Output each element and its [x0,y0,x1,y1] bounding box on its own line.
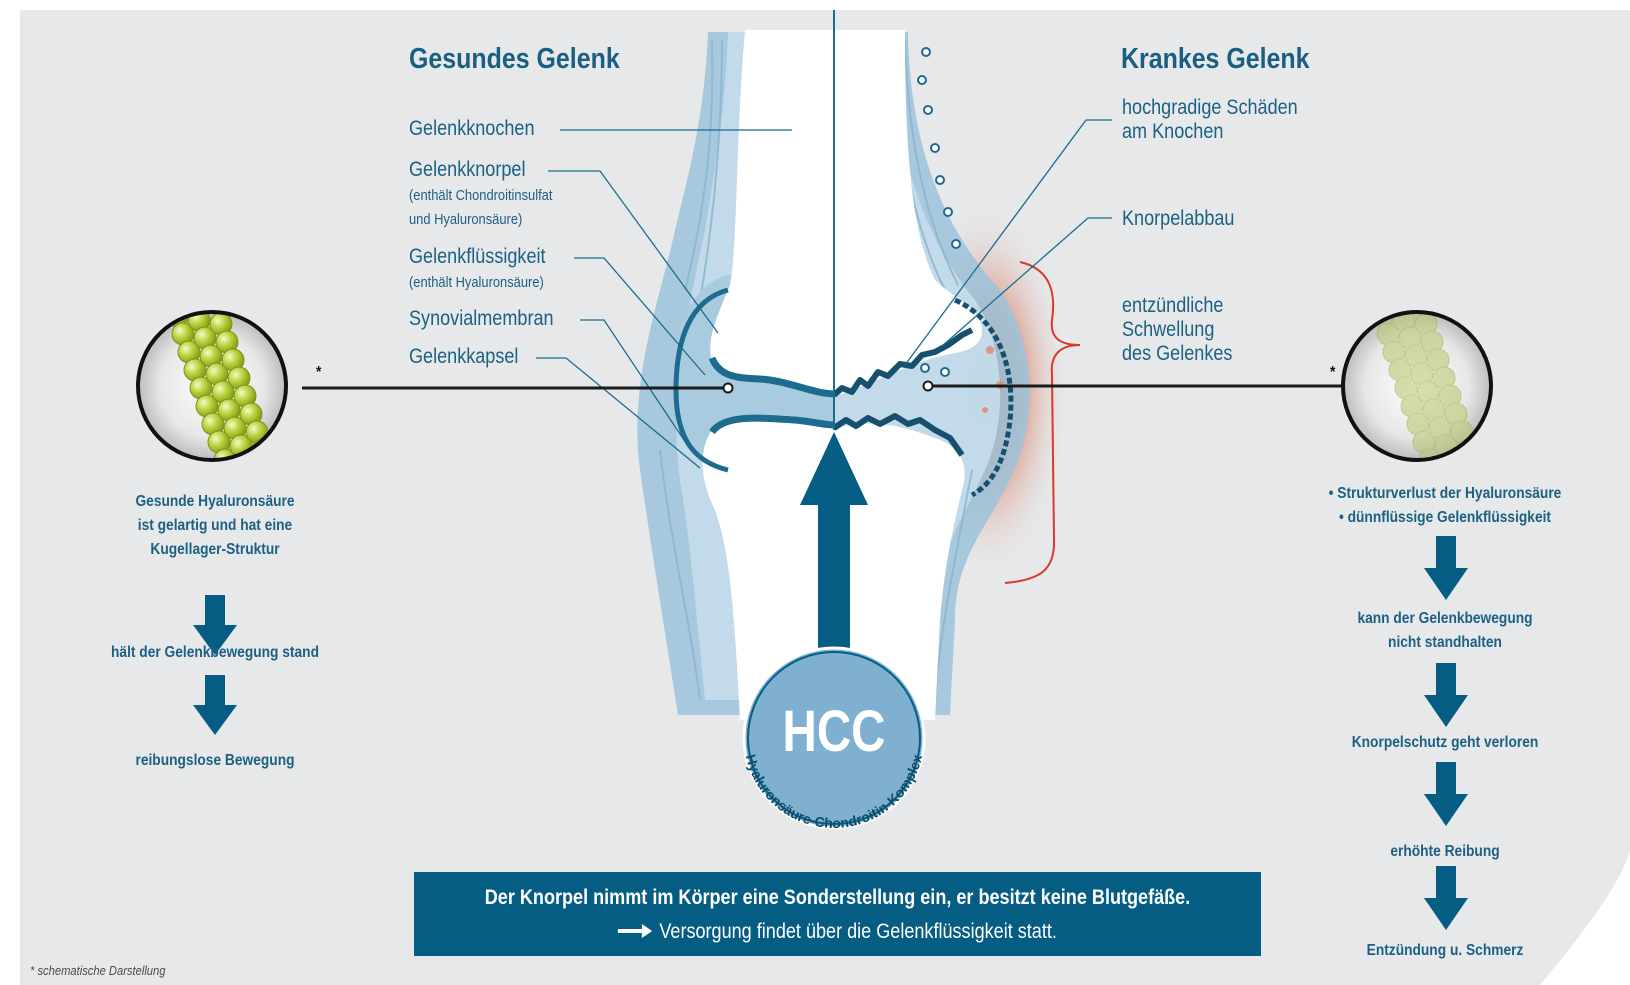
right-step-3: erhöhte Reibung [1312,840,1579,864]
footnote: * schematische Darstellung [30,963,165,978]
label-joint-capsule: Gelenkkapsel [409,345,518,369]
label-synovial-membrane: Synovialmembran [409,307,554,331]
left-intro-2: ist gelartig und hat eine [99,514,331,538]
label-cartilage-note-2: und Hyaluronsäure) [409,208,522,231]
label-joint-bone: Gelenkknochen [409,117,535,141]
asterisk-right: * [1330,364,1335,382]
label-swelling-1: entzündliche [1122,294,1223,318]
banner-arrow-icon [618,920,652,944]
diseased-joint-title: Krankes Gelenk [1121,43,1310,76]
label-joint-fluid: Gelenkflüssigkeit [409,245,546,269]
label-fluid-note: (enthält Hyaluronsäure) [409,271,544,294]
left-intro-3: Kugellager-Struktur [99,538,331,562]
label-cartilage-note-1: (enthält Chondroitinsulfat [409,184,552,207]
left-step-1: hält der Gelenkbewegung stand [82,641,349,665]
label-swelling-2: Schwellung [1122,318,1214,342]
right-step-1b: nicht standhalten [1312,631,1579,655]
info-banner: Der Knorpel nimmt im Körper eine Sonders… [414,872,1261,956]
right-bullet-1: • Strukturverlust der Hyaluronsäure [1303,482,1587,506]
label-joint-cartilage: Gelenkknorpel [409,158,525,182]
left-step-2: reibungslose Bewegung [99,749,331,773]
right-step-1a: kann der Gelenkbewegung [1312,607,1579,631]
left-intro-1: Gesunde Hyaluronsäure [99,490,331,514]
banner-line-2-text: Versorgung findet über die Gelenkflüssig… [659,920,1057,943]
right-bullet-2: • dünnflüssige Gelenkflüssigkeit [1303,506,1587,530]
asterisk-left: * [316,364,321,382]
hcc-acronym: HCC [760,698,908,765]
right-step-4: Entzündung u. Schmerz [1312,939,1579,963]
label-bone-damage-2: am Knochen [1122,120,1223,144]
label-swelling-3: des Gelenkes [1122,342,1232,366]
label-cartilage-loss: Knorpelabbau [1122,207,1234,231]
banner-line-2: Versorgung findet über die Gelenkflüssig… [473,920,1201,944]
label-bone-damage-1: hochgradige Schäden [1122,96,1298,120]
right-step-2: Knorpelschutz geht verloren [1312,731,1579,755]
banner-line-1: Der Knorpel nimmt im Körper eine Sonders… [473,886,1201,910]
healthy-joint-title: Gesundes Gelenk [409,43,620,76]
